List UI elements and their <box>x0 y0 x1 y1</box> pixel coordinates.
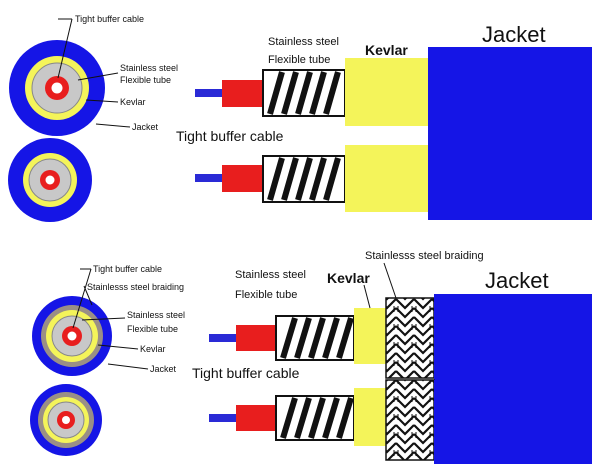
top-side-label-steel-2: Flexible tube <box>268 54 330 66</box>
steel-tube-segment <box>275 395 355 441</box>
kevlar-segment <box>354 388 386 446</box>
bottom-side-label-steel-2: Flexible tube <box>235 289 297 301</box>
top-cross-label-kevlar: Kevlar <box>120 97 146 107</box>
bottom-cross-label-steel-1: Stainless steel <box>127 310 185 320</box>
braid-segment <box>385 297 435 379</box>
top-cross-label-jacket: Jacket <box>132 122 159 132</box>
fiber-core <box>45 175 55 185</box>
kevlar-pointer <box>363 284 371 309</box>
bottom-cross-label-kevlar: Kevlar <box>140 344 166 354</box>
bottom-side-label-kevlar: Kevlar <box>327 270 370 286</box>
fiber-core <box>62 416 70 424</box>
fiber-segment <box>209 334 241 342</box>
bottom-side-cable-1 <box>209 294 592 380</box>
fiber-segment <box>195 174 227 182</box>
bottom-cross-label-braiding: Stainlesss steel braiding <box>87 282 184 292</box>
jacket-segment <box>434 380 592 464</box>
bottom-side-label-tight-buffer: Tight buffer cable <box>192 365 300 381</box>
top-side-label-tight-buffer: Tight buffer cable <box>176 128 284 144</box>
fiber-segment <box>195 89 227 97</box>
fiber-core <box>67 331 77 341</box>
tight-buffer-segment <box>222 80 268 107</box>
top-callout-lines <box>57 18 131 128</box>
kevlar-segment <box>354 308 386 364</box>
jacket-segment <box>434 294 592 380</box>
steel-tube-segment <box>262 155 346 203</box>
bottom-side-cable-2 <box>209 379 592 464</box>
steel-tube-segment <box>275 315 355 361</box>
bottom-cross-label-jacket: Jacket <box>150 364 177 374</box>
top-side-label-kevlar: Kevlar <box>365 42 408 58</box>
tight-buffer-segment <box>222 165 268 192</box>
top-side-label-jacket: Jacket <box>482 22 546 47</box>
braid-segment <box>385 379 435 461</box>
jacket-segment <box>428 47 592 125</box>
kevlar-segment <box>345 145 428 212</box>
bottom-cross-label-steel-2: Flexible tube <box>127 324 178 334</box>
top-cross-section-2 <box>8 138 92 222</box>
steel-tube-segment <box>262 69 346 117</box>
bottom-callout-lines <box>72 268 149 370</box>
top-cross-section-1 <box>9 40 105 136</box>
kevlar-segment <box>345 58 428 126</box>
bottom-side-label-braiding: Stainlesss steel braiding <box>365 250 484 262</box>
bottom-cross-section-2 <box>30 384 102 456</box>
bottom-cross-section-1 <box>32 296 112 376</box>
tight-buffer-segment <box>236 325 282 351</box>
fiber-segment <box>209 414 241 422</box>
braiding-pointer <box>383 262 397 299</box>
jacket-segment <box>428 125 592 220</box>
top-cross-label-tight-buffer: Tight buffer cable <box>75 14 144 24</box>
top-side-cable-1 <box>195 47 592 126</box>
top-cross-label-steel-2: Flexible tube <box>120 75 171 85</box>
bottom-side-label-jacket: Jacket <box>485 268 549 293</box>
top-cross-label-steel-1: Stainless steel <box>120 63 178 73</box>
top-side-label-steel-1: Stainless steel <box>268 36 339 48</box>
fiber-core <box>51 82 63 94</box>
top-side-cable-2 <box>195 125 592 220</box>
bottom-cross-label-tight-buffer: Tight buffer cable <box>93 264 162 274</box>
bottom-side-label-steel-1: Stainless steel <box>235 269 306 281</box>
tight-buffer-segment <box>236 405 282 431</box>
